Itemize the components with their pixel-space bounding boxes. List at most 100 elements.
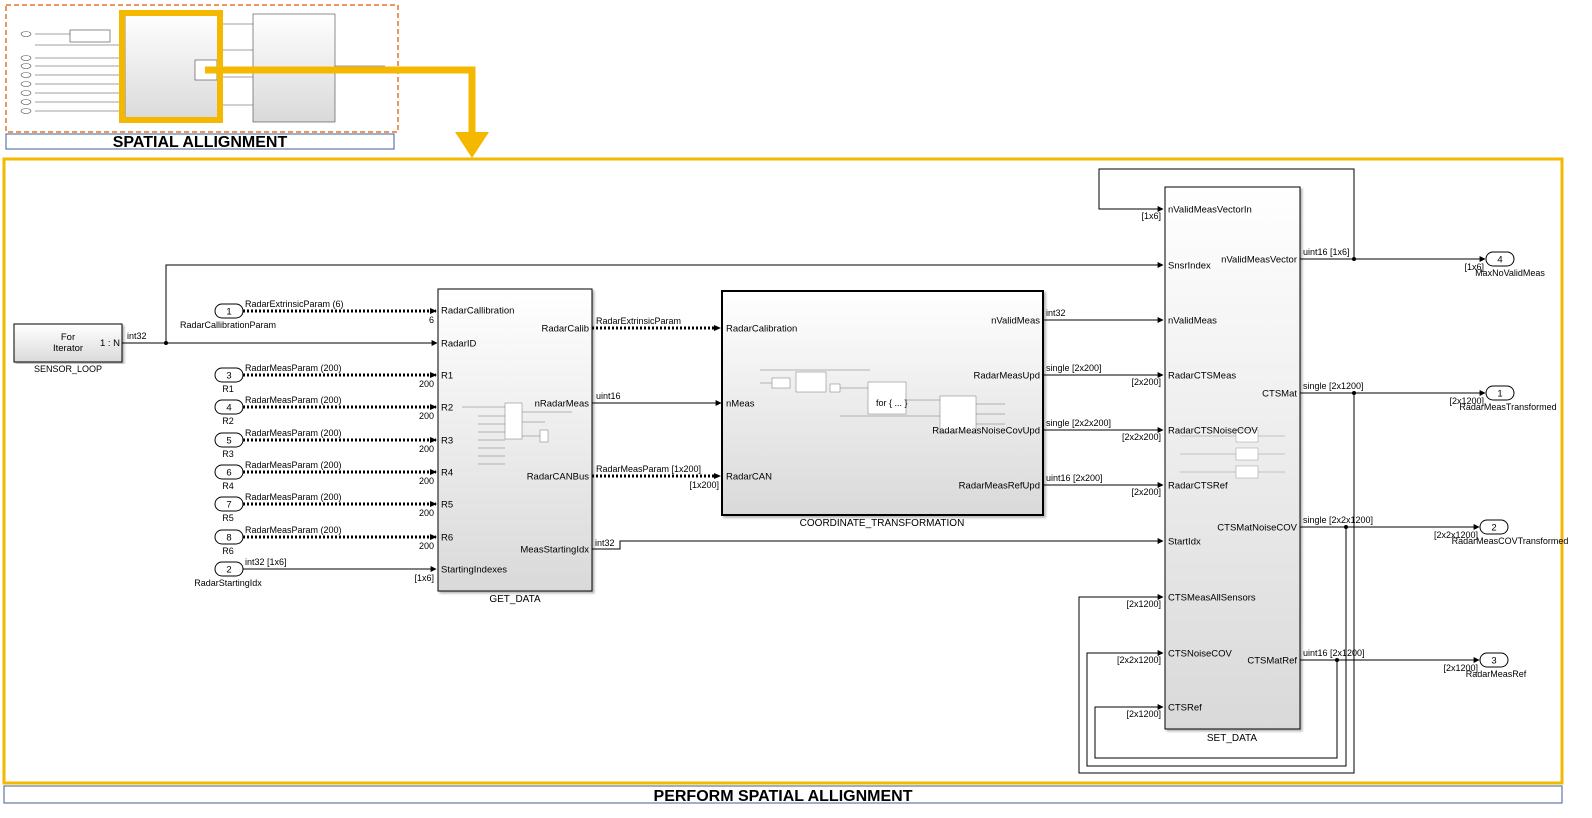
- for-iterator-out-type: int32: [127, 331, 147, 341]
- for-iterator-line1: For: [61, 332, 75, 343]
- outport-1-name: RadarMeasTransformed: [1459, 402, 1556, 412]
- outport-1-signal: single [2x1200]: [1303, 381, 1364, 391]
- sig-nvalid: int32: [1046, 308, 1066, 318]
- outport-1[interactable]: 1: [1485, 385, 1515, 401]
- outport-2-signal: single [2x2x1200]: [1303, 515, 1373, 525]
- inport-3-dim: 200: [419, 379, 434, 389]
- main-caption-box: [3, 785, 1563, 804]
- inport-5[interactable]: 5: [214, 432, 244, 448]
- get-data-in-r3: R3: [441, 436, 453, 447]
- main-highlight-frame: [2, 157, 1564, 785]
- inport-8[interactable]: 8: [214, 529, 244, 545]
- inport-8-number: 8: [226, 533, 231, 544]
- outport-3-dim: [2x1200]: [1443, 663, 1478, 673]
- inport-3[interactable]: 3: [214, 367, 244, 383]
- set-data-block[interactable]: [1164, 186, 1301, 730]
- set-data-out-ctsmatnoisecov: CTSMatNoiseCOV: [1217, 523, 1297, 534]
- branch-junction-4: [1335, 658, 1339, 662]
- sig-refupd-dim: [2x200]: [1131, 487, 1161, 497]
- inport-6-arrow: [430, 469, 437, 475]
- get-data-out-measstartingidx: MeasStartingIdx: [520, 545, 589, 556]
- get-data-in-r1: R1: [441, 371, 453, 382]
- outport-1-dim: [2x1200]: [1449, 396, 1484, 406]
- overview-thumbnail[interactable]: [5, 4, 489, 158]
- get-data-out-radarcalib: RadarCalib: [541, 324, 589, 335]
- inport-6-name: R4: [222, 481, 234, 491]
- inport-8-dim: 200: [419, 541, 434, 551]
- outport-3-number: 3: [1491, 656, 1496, 667]
- set-data-in-radarctsmeas: RadarCTSMeas: [1168, 371, 1236, 382]
- outport-2[interactable]: 2: [1479, 519, 1509, 535]
- inport-4-signal: RadarMeasParam (200): [245, 395, 342, 405]
- coord-out-radarmeasupd: RadarMeasUpd: [973, 371, 1040, 382]
- outport-4[interactable]: 4: [1485, 251, 1515, 267]
- inport-4[interactable]: 4: [214, 399, 244, 415]
- wire-feedback-vector: [1098, 168, 1355, 259]
- get-data-ports: RadarCallibrationRadarIDR1R2R3R4R5R6Star…: [441, 306, 589, 576]
- for-iterator-block[interactable]: For Iterator 1 : N: [13, 323, 123, 363]
- outport-3[interactable]: 3: [1479, 652, 1509, 668]
- inport-2[interactable]: 2: [214, 561, 244, 577]
- wire-feedback-noise: [1086, 527, 1347, 767]
- set-data-thumbnail: [1180, 429, 1285, 479]
- overview-caption: SPATIAL ALLIGNMENT: [113, 134, 288, 151]
- outport-4-shape: [1485, 251, 1515, 267]
- outport-1-number: 1: [1497, 389, 1502, 400]
- inport-4-number: 4: [226, 403, 231, 414]
- set-data-out-ctsmat: CTSMat: [1262, 389, 1297, 400]
- sig-startidx: int32: [595, 538, 615, 548]
- outport-4-dim: [1x6]: [1464, 262, 1484, 272]
- inport-8-arrow: [430, 534, 437, 540]
- inport-5-name: R3: [222, 449, 234, 459]
- set-data-in-nvalidmeasvectorin: nValidMeasVectorIn: [1168, 205, 1252, 216]
- inport-7[interactable]: 7: [214, 496, 244, 512]
- sig-canbus: RadarMeasParam [1x200]: [596, 464, 701, 474]
- inport-2-signal: int32 [1x6]: [245, 557, 287, 567]
- for-iterator-range: 1 : N: [100, 338, 120, 349]
- outport-2-number: 2: [1491, 523, 1496, 534]
- get-data-out-radarcanbus: RadarCANBus: [527, 472, 590, 483]
- get-data-block[interactable]: [437, 288, 593, 592]
- get-data-in-r2: R2: [441, 403, 453, 414]
- coordinate-transformation-block[interactable]: for { ... }: [721, 290, 1044, 516]
- get-data-in-r4: R4: [441, 468, 453, 479]
- outport-4-number: 4: [1497, 255, 1502, 266]
- inport-8-name: R6: [222, 546, 234, 556]
- outport-3-name: RadarMeasRef: [1466, 669, 1527, 679]
- inport-7-name: R5: [222, 513, 234, 523]
- inport-1-name: RadarCallibrationParam: [180, 320, 276, 330]
- outport-1-shape: [1485, 385, 1515, 401]
- inport-6[interactable]: 6: [214, 464, 244, 480]
- inport-3-signal: RadarMeasParam (200): [245, 363, 342, 373]
- inport-4-name: R2: [222, 416, 234, 426]
- sig-fb-noise-dim: [2x2x1200]: [1117, 655, 1161, 665]
- inport-8-signal: RadarMeasParam (200): [245, 525, 342, 535]
- set-data-in-ctsref: CTSRef: [1168, 703, 1202, 714]
- coord-in-radarcan: RadarCAN: [726, 472, 772, 483]
- coord-out-nvalidmeas: nValidMeas: [991, 316, 1040, 327]
- coord-thumbnail: [760, 369, 1005, 433]
- get-data-in-r5: R5: [441, 500, 453, 511]
- inport-3-arrow: [430, 372, 437, 378]
- coord-ports: RadarCalibrationnMeasRadarCANnValidMeasR…: [726, 316, 1040, 492]
- coord-name: COORDINATE_TRANSFORMATION: [800, 518, 965, 529]
- set-data-ports: nValidMeasVectorInSnsrIndexnValidMeasRad…: [1168, 205, 1298, 714]
- inport-6-signal: RadarMeasParam (200): [245, 460, 342, 470]
- inport-5-number: 5: [226, 436, 231, 447]
- wire-snsr-index: [165, 262, 1164, 343]
- inport-2-name: RadarStartingIdx: [194, 578, 262, 588]
- get-data-out-nradarmeas: nRadarMeas: [535, 399, 590, 410]
- branch-junction-2: [1352, 391, 1356, 395]
- inport-1[interactable]: 1: [214, 303, 244, 319]
- branch-junction-1: [1352, 257, 1356, 261]
- main-caption: PERFORM SPATIAL ALLIGNMENT: [654, 788, 913, 805]
- sig-nradar: uint16: [596, 391, 621, 401]
- get-data-in-r6: R6: [441, 533, 453, 544]
- sig-fb-meas-dim: [2x1200]: [1126, 599, 1161, 609]
- outport-3-signal: uint16 [2x1200]: [1303, 648, 1365, 658]
- sig-noiseupd-dim: [2x2x200]: [1122, 432, 1161, 442]
- sig-refupd: uint16 [2x200]: [1046, 473, 1103, 483]
- set-data-out-nvalidmeasvector: nValidMeasVector: [1221, 255, 1297, 266]
